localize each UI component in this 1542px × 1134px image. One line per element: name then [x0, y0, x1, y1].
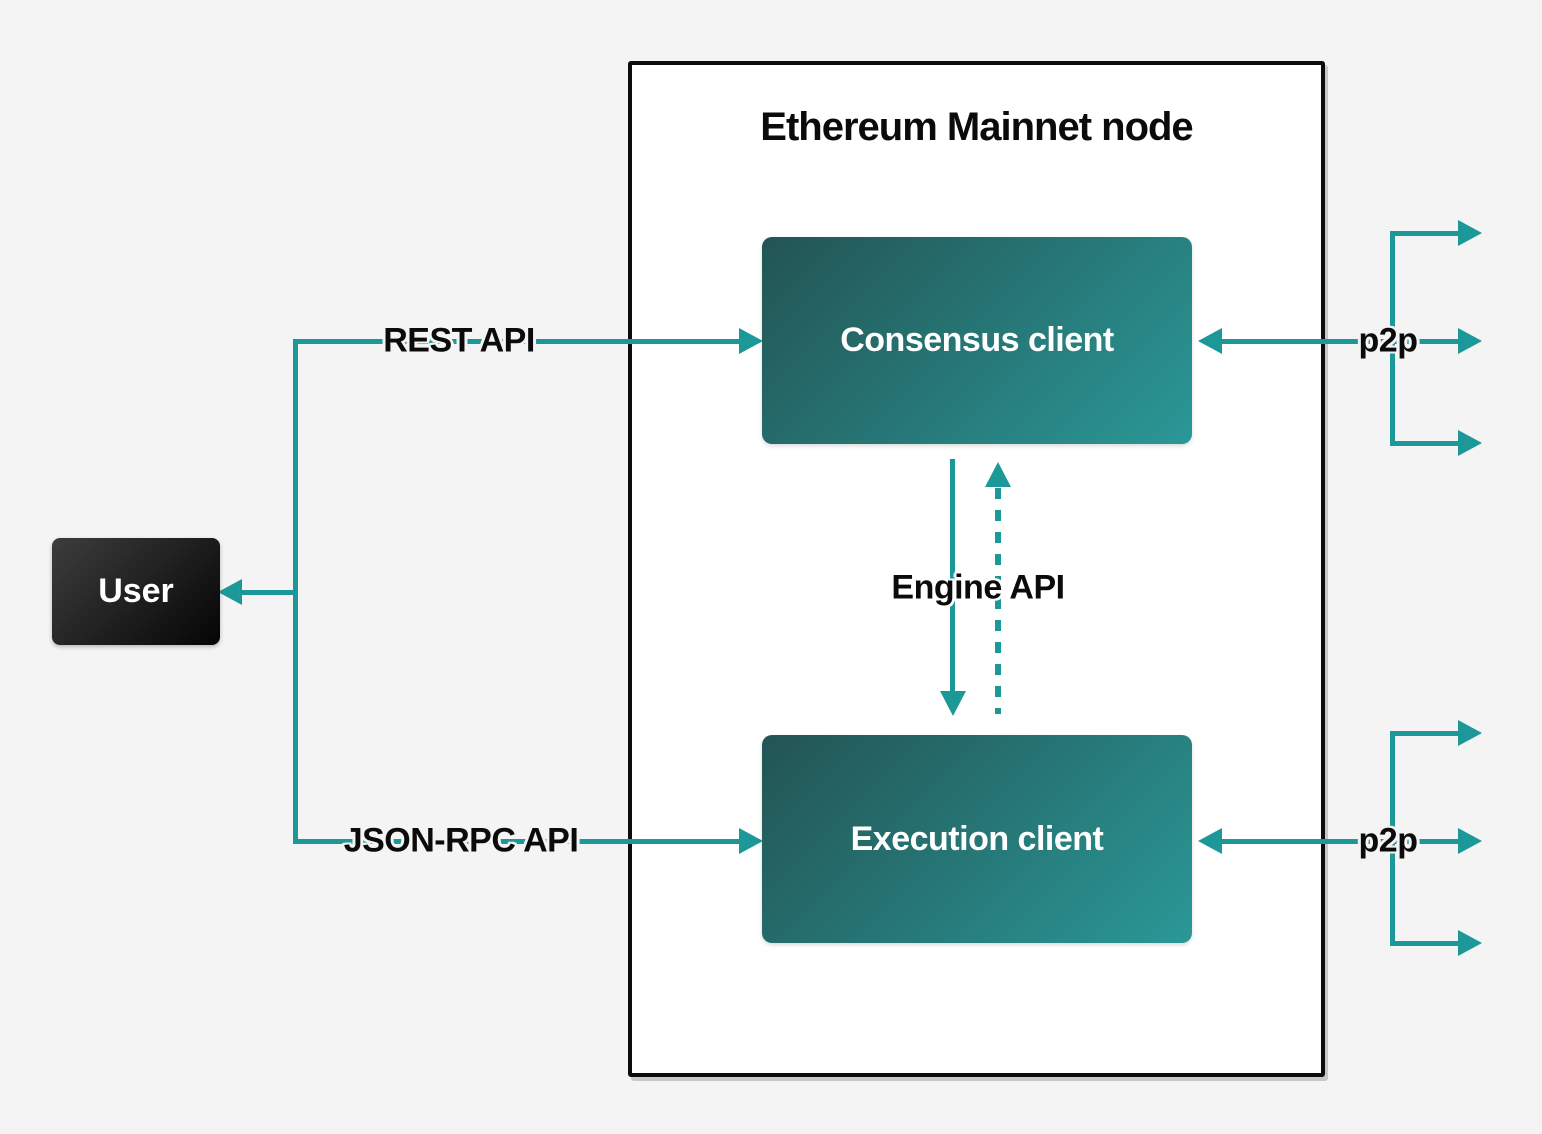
p2p-execution-bottom-line	[1390, 941, 1458, 946]
p2p-consensus-left-arrowhead-icon	[1198, 328, 1222, 354]
p2p-consensus-middle-arrowhead-icon	[1458, 328, 1482, 354]
p2p-consensus-spine	[1390, 233, 1395, 444]
p2p-execution-left-arrowhead-icon	[1198, 828, 1222, 854]
p2p-execution-label: p2p	[1358, 821, 1418, 860]
p2p-consensus-middle-line	[1222, 339, 1458, 344]
json-rpc-api-label: JSON-RPC API	[343, 821, 579, 860]
p2p-execution-middle-line	[1222, 839, 1458, 844]
engine-api-down-arrowhead-icon	[940, 691, 966, 716]
user-box: User	[52, 538, 220, 645]
p2p-consensus-label: p2p	[1358, 321, 1418, 360]
p2p-consensus-bottom-line	[1390, 441, 1458, 446]
rest-api-label: REST API	[383, 321, 535, 360]
p2p-execution-bottom-arrowhead-icon	[1458, 930, 1482, 956]
json-rpc-api-arrowhead-icon	[739, 828, 763, 854]
execution-client-box: Execution client	[762, 735, 1192, 943]
rest-api-line	[293, 339, 739, 344]
user-label: User	[98, 572, 174, 610]
p2p-consensus-top-arrowhead-icon	[1458, 220, 1482, 246]
p2p-execution-top-arrowhead-icon	[1458, 720, 1482, 746]
engine-api-dotted-line	[995, 488, 1001, 714]
engine-api-solid-line	[950, 459, 955, 692]
engine-api-label: Engine API	[891, 568, 1065, 607]
p2p-execution-middle-arrowhead-icon	[1458, 828, 1482, 854]
rest-api-arrowhead-icon	[739, 328, 763, 354]
p2p-execution-spine	[1390, 733, 1395, 944]
consensus-client-box: Consensus client	[762, 237, 1192, 444]
consensus-client-label: Consensus client	[840, 321, 1114, 359]
json-rpc-api-line	[293, 839, 739, 844]
user-arrow-line	[240, 590, 298, 595]
node-title: Ethereum Mainnet node	[760, 105, 1193, 149]
p2p-execution-top-line	[1390, 731, 1458, 736]
engine-api-up-arrowhead-icon	[985, 462, 1011, 487]
execution-client-label: Execution client	[850, 819, 1104, 858]
user-arrowhead-icon	[218, 579, 242, 605]
p2p-consensus-top-line	[1390, 231, 1458, 236]
p2p-consensus-bottom-arrowhead-icon	[1458, 430, 1482, 456]
